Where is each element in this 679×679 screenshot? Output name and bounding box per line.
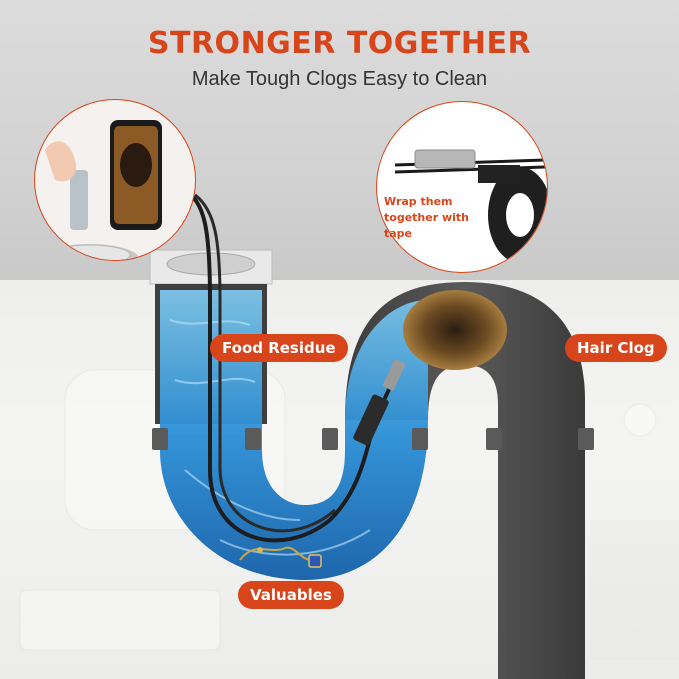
wrap-tape-caption: Wrap them together with tape [384,194,494,242]
food-residue-label: Food Residue [210,334,348,362]
valuables-necklace [239,546,322,568]
hair-clog-label: Hair Clog [565,334,667,362]
tape-inset-circle [376,101,548,273]
wrap-tape-line-2: together with tape [384,211,469,240]
page-title: STRONGER TOGETHER [147,26,532,61]
pipe-brackets [152,428,594,450]
wrap-tape-line-1: Wrap them [384,195,453,208]
valuables-label: Valuables [238,581,344,609]
page-subtitle: Make Tough Clogs Easy to Clean [191,68,488,90]
phone-inset-circle [34,99,196,261]
camera-cable [182,188,406,543]
hair-clog [403,290,507,370]
